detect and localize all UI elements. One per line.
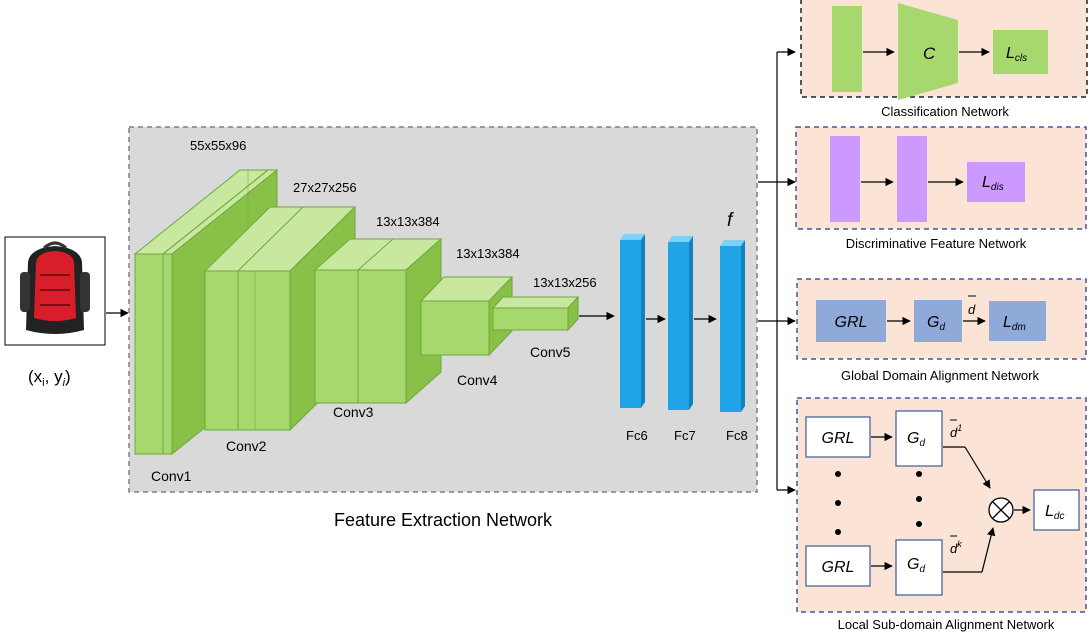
conv5-dims: 13x13x256 (533, 275, 597, 290)
conv4-label: Conv4 (457, 372, 498, 388)
conv1-label: Conv1 (151, 468, 192, 484)
conv4-dims: 13x13x384 (456, 246, 520, 261)
local-gd-box-2 (895, 539, 943, 596)
ellipsis-dots (835, 471, 922, 535)
loss-cls-box (993, 30, 1048, 74)
classifier-c-label: C (923, 44, 936, 63)
conv2-label: Conv2 (226, 438, 267, 454)
loss-dc-box (1033, 489, 1080, 531)
local-grl-box-2 (805, 545, 871, 587)
local-gd-label-1: Gd (907, 430, 925, 449)
global-dbar-label: d (968, 302, 976, 317)
loss-dm-label: Ldm (1003, 314, 1026, 333)
global-alignment-title: Global Domain Alignment Network (841, 368, 1039, 383)
local-grl-box-1 (805, 416, 871, 458)
conv1-dims: 55x55x96 (190, 138, 246, 153)
loss-dis-box (967, 162, 1025, 202)
loss-cls-label: Lcls (1006, 45, 1027, 64)
conv2-dims: 27x27x256 (293, 180, 357, 195)
local-gd-box-1 (895, 410, 943, 467)
local-grl-label-1: GRL (822, 430, 855, 447)
fc6-block (620, 234, 645, 408)
global-grl-label: GRL (835, 314, 868, 331)
feature-f-label: f (727, 210, 734, 231)
fc8-label: Fc8 (726, 428, 748, 443)
dis-feature-block-2 (897, 136, 927, 222)
fc8-block (720, 240, 745, 412)
cls-feature-block (832, 6, 862, 92)
fc7-block (668, 236, 693, 410)
local-dk-label: dk (950, 539, 962, 556)
branch-connectors (758, 47, 796, 495)
otimes-operator-icon (988, 497, 1014, 523)
discriminative-network-title: Discriminative Feature Network (846, 236, 1027, 251)
classifier-c-block (898, 3, 958, 100)
conv5-block (491, 295, 580, 332)
arrow-local-bottom-to-otimes (981, 527, 996, 573)
local-gd-label-2: Gd (907, 556, 925, 575)
loss-dm-box (989, 301, 1046, 341)
loss-dis-label: Ldis (982, 174, 1004, 193)
local-d1-label: d1 (950, 423, 962, 440)
backpack-icon (20, 241, 90, 334)
global-gd-label: Gd (927, 314, 945, 333)
input-image (4, 236, 106, 346)
global-gd-box (914, 300, 962, 342)
classification-network-title: Classification Network (881, 104, 1009, 119)
local-alignment-title: Local Sub-domain Alignment Network (838, 617, 1055, 632)
conv5-label: Conv5 (530, 344, 571, 360)
fc6-label: Fc6 (626, 428, 648, 443)
conv3-label: Conv3 (333, 404, 374, 420)
arrow-local-top-to-otimes (964, 446, 991, 489)
local-grl-label-2: GRL (822, 559, 855, 576)
global-grl-box (816, 300, 886, 342)
loss-dc-label: Ldc (1045, 503, 1064, 522)
dis-feature-block-1 (830, 136, 860, 222)
conv3-dims: 13x13x384 (376, 214, 440, 229)
fc7-label: Fc7 (674, 428, 696, 443)
feature-extraction-title: Feature Extraction Network (334, 510, 553, 530)
input-label: (xi, yi) (28, 367, 71, 389)
